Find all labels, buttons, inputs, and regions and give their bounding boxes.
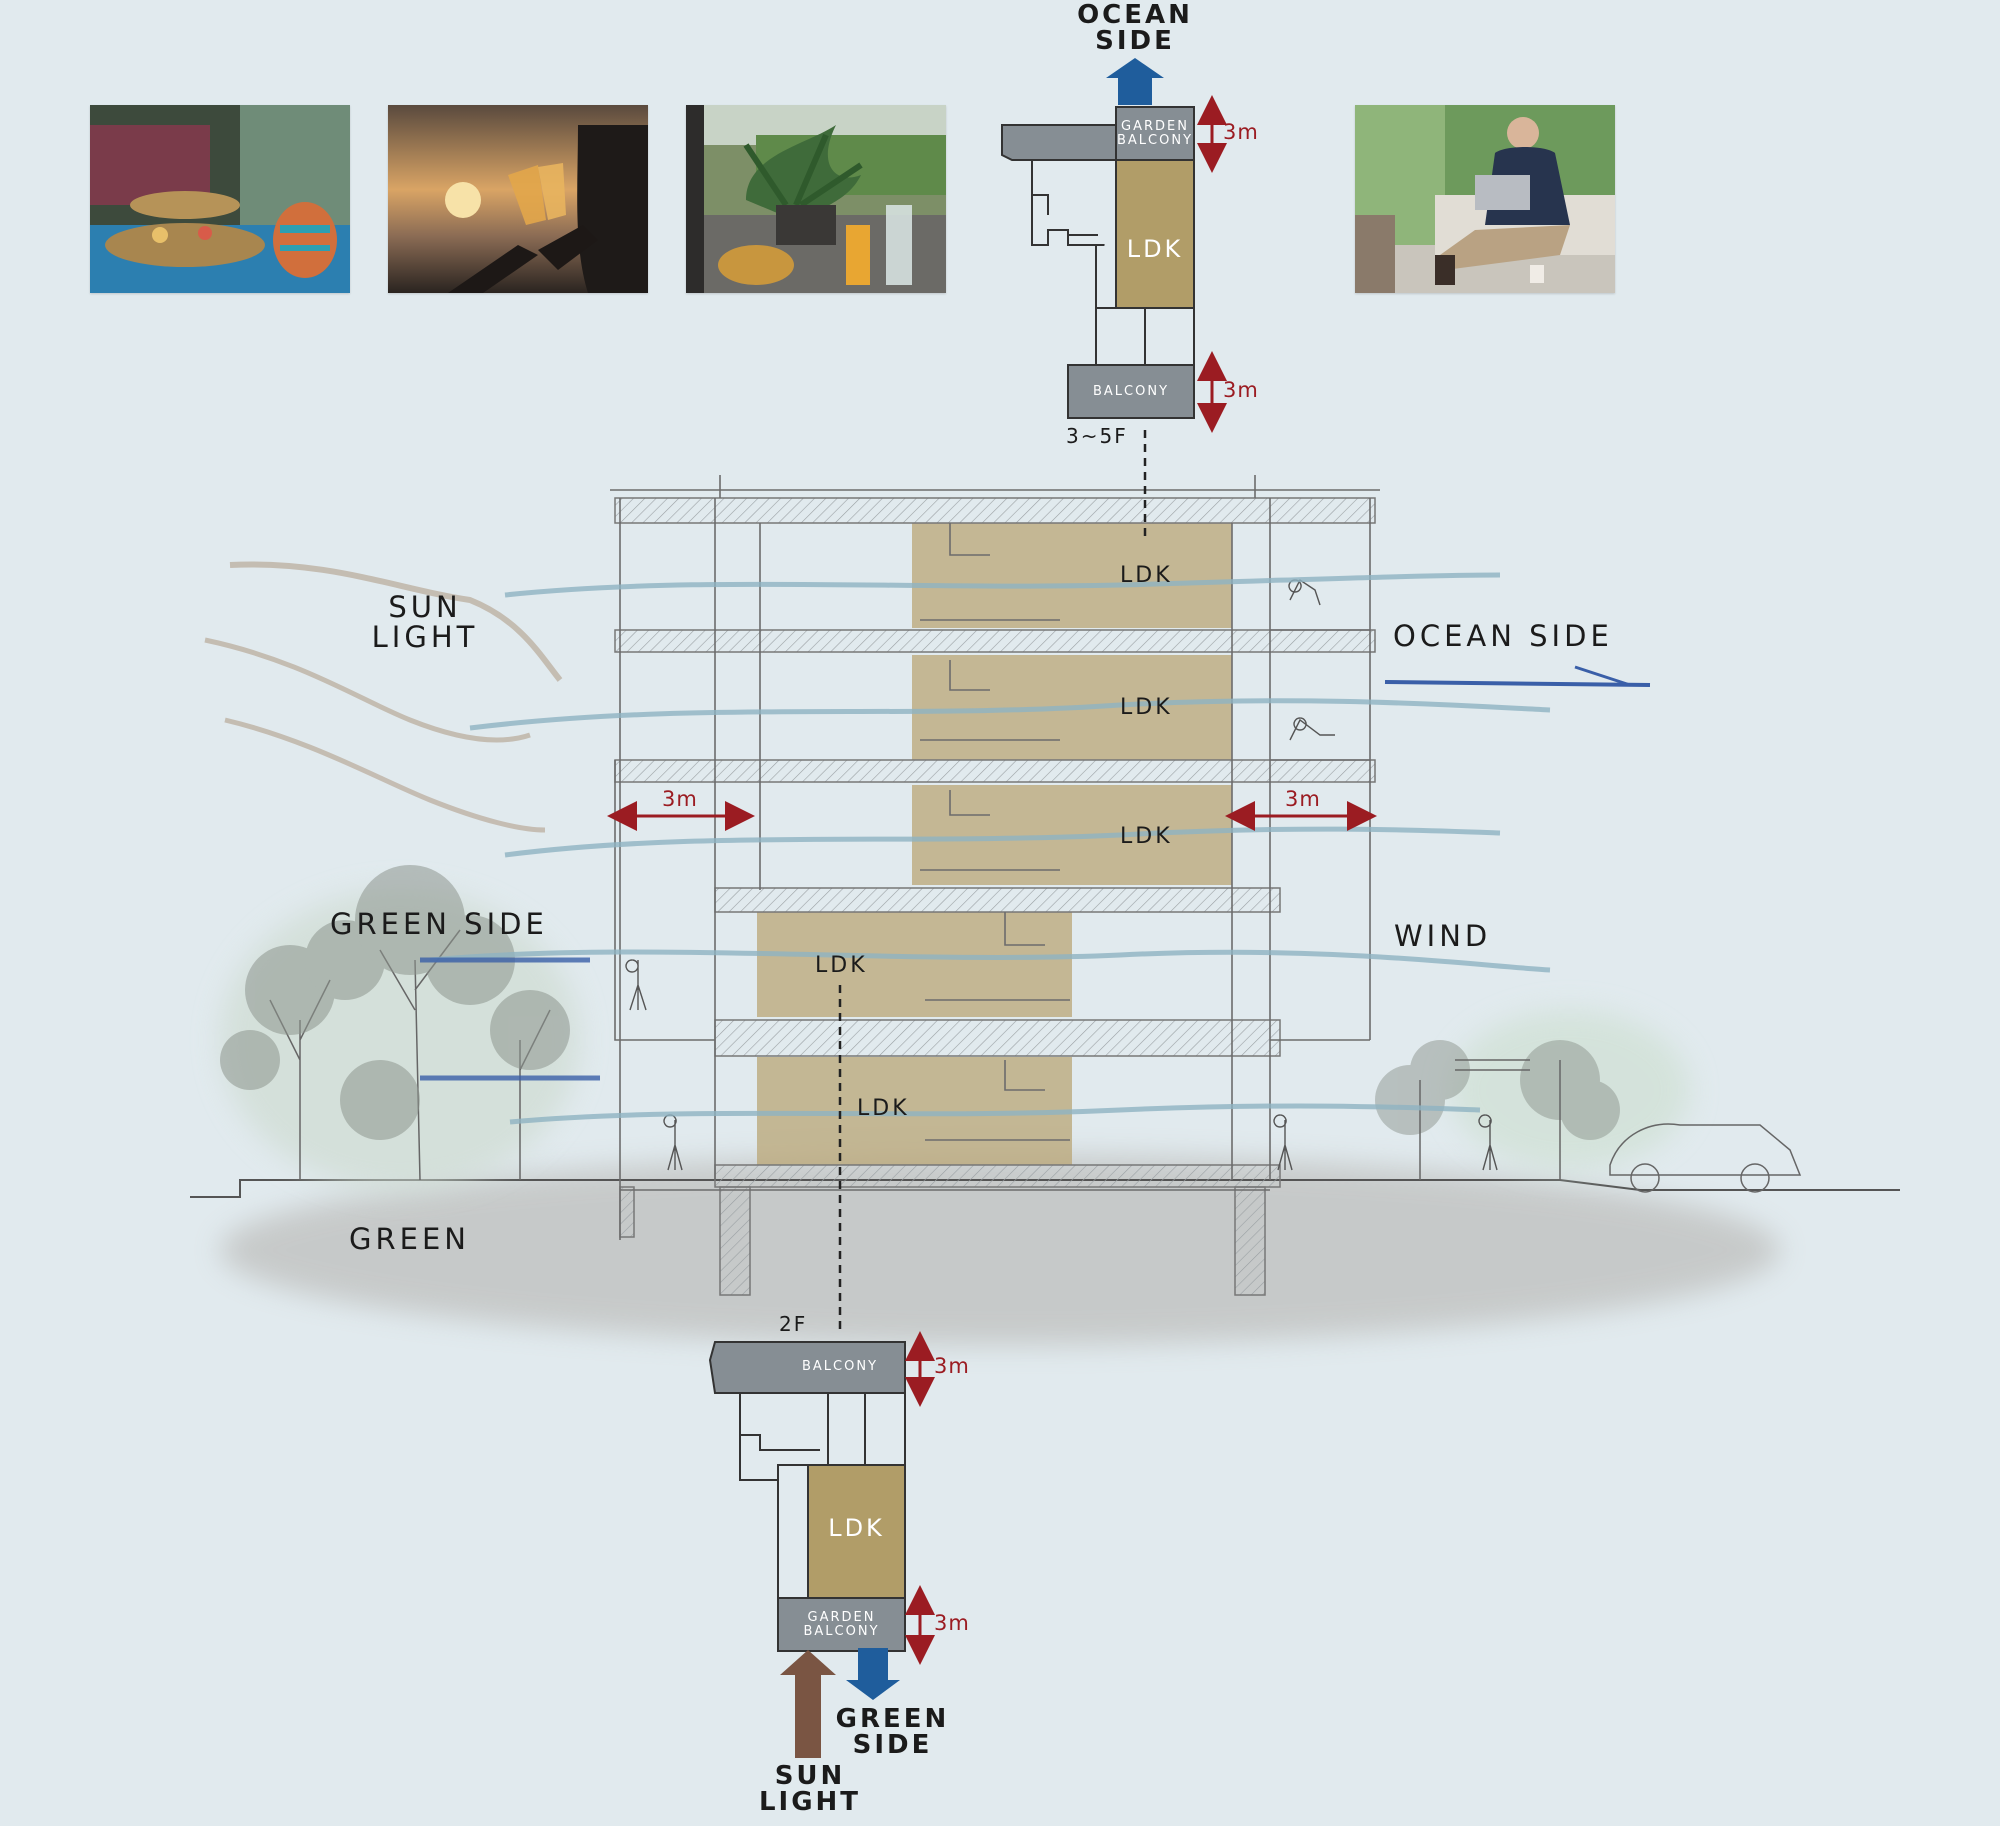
- blue-arrows: [420, 665, 1651, 1081]
- section-ldk-4f: LDK: [1120, 695, 1173, 720]
- section-wind-label: WIND: [1394, 919, 1492, 953]
- balcony-plants-photo-icon: [686, 105, 946, 293]
- wind-streaks: [429, 572, 1551, 1125]
- section-ldk-5f: LDK: [1120, 563, 1173, 588]
- photo-balcony-plants: [686, 105, 946, 293]
- top-dim-lower: 3m: [1223, 378, 1259, 402]
- bottom-garden-balcony-label: GARDEN BALCONY: [803, 1610, 880, 1639]
- top-garden-balcony-label: GARDEN BALCONY: [1116, 119, 1194, 148]
- bottom-green-side-label: GREEN SIDE: [835, 1704, 950, 1760]
- bottom-sun-light-label: SUN LIGHT: [758, 1761, 862, 1817]
- photo-laptop-work: [1355, 105, 1615, 293]
- section-ldk-1f: LDK: [857, 1096, 910, 1121]
- building-section: [610, 475, 1498, 1296]
- section-sun-light-label: SUN LIGHT: [371, 590, 479, 655]
- terrace-dining-photo-icon: [90, 105, 350, 293]
- photo-sunset-toast: [388, 105, 648, 293]
- photo-terrace-dining: [90, 105, 350, 293]
- section-ldk-3f: LDK: [1120, 824, 1173, 849]
- sun-light-streaks: [204, 561, 563, 833]
- top-balcony-label: BALCONY: [1092, 384, 1170, 399]
- bottom-dim-upper: 3m: [934, 1354, 970, 1378]
- top-floor-plan: [1001, 58, 1227, 433]
- trees-right: [1375, 1010, 1802, 1193]
- top-floor-label: 3~5F: [1066, 424, 1128, 448]
- section-dim-left: 3m: [662, 787, 698, 811]
- section-ldk-2f: LDK: [815, 953, 868, 978]
- laptop-work-photo-icon: [1355, 105, 1615, 293]
- sunset-toast-photo-icon: [388, 105, 648, 293]
- bottom-floor-plan: [708, 1331, 935, 1758]
- bottom-dim-lower: 3m: [934, 1611, 970, 1635]
- top-ldk-label: LDK: [1126, 235, 1184, 263]
- section-green-side-label: GREEN SIDE: [330, 907, 548, 941]
- bottom-ldk-label: LDK: [828, 1514, 885, 1542]
- section-dim-right: 3m: [1285, 787, 1321, 811]
- leader-lines: [838, 430, 1147, 1330]
- section-green-label: GREEN: [349, 1222, 470, 1256]
- top-ocean-side-label: OCEAN SIDE: [1077, 0, 1193, 56]
- trees-left: [220, 865, 580, 1190]
- bottom-floor-label: 2F: [779, 1312, 808, 1336]
- top-dim-upper: 3m: [1223, 120, 1259, 144]
- bottom-balcony-label: BALCONY: [801, 1359, 879, 1374]
- section-ocean-side-label: OCEAN SIDE: [1393, 619, 1613, 653]
